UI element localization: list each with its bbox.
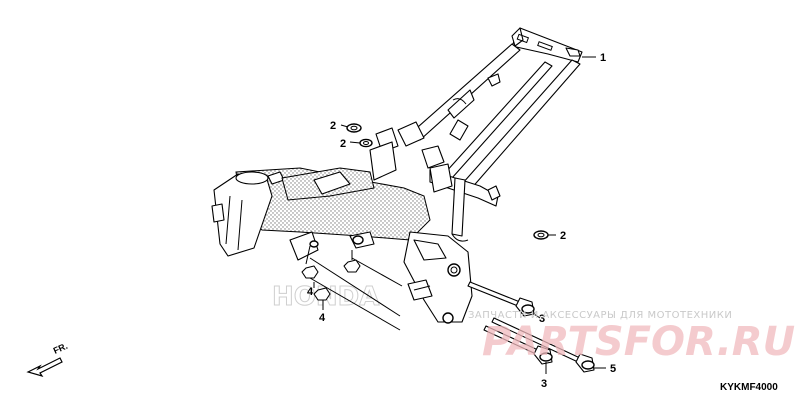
leader-lines bbox=[305, 56, 606, 374]
callout-5: 5 bbox=[610, 363, 616, 375]
callout-1: 1 bbox=[600, 52, 606, 64]
callout-4-lower: 4 bbox=[319, 312, 326, 324]
callout-4-upper: 4 bbox=[307, 286, 314, 298]
watermark-text: ЗАПЧАСТИ И АКСЕССУАРЫ ДЛЯ МОТОТЕХНИКИ bbox=[468, 310, 732, 321]
callout-2-right: 2 bbox=[560, 230, 566, 242]
callout-3-upper: 3 bbox=[539, 313, 545, 325]
callout-3-lower: 3 bbox=[541, 378, 547, 390]
callout-2-upper: 2 bbox=[330, 120, 336, 132]
bolts bbox=[467, 281, 595, 373]
frame-body bbox=[211, 27, 583, 324]
callout-2-middle: 2 bbox=[340, 138, 346, 150]
front-direction-arrow: FR. bbox=[26, 341, 69, 378]
diagram-code: KYKMF4000 bbox=[720, 382, 778, 393]
fr-label: FR. bbox=[52, 341, 69, 356]
watermark-brand: PARTSFOR.RU bbox=[482, 319, 795, 365]
